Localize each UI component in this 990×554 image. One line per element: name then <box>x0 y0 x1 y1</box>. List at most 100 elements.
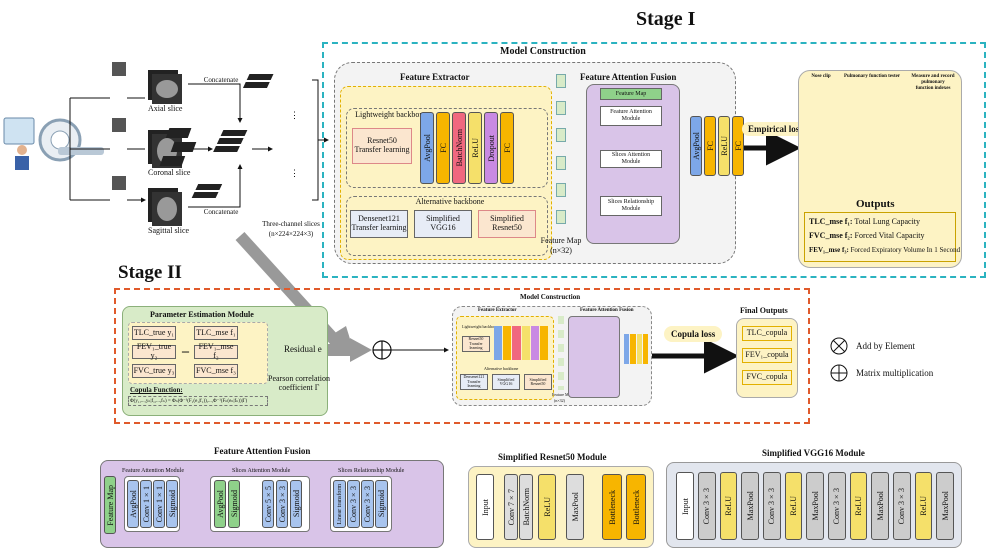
resnet-bottleneck-1: Bottleneck <box>602 474 622 540</box>
concatenate-label-1: Concatenate <box>203 76 239 84</box>
outputs-list: TLC_mse f₁: Total Lung Capacity FVC_mse … <box>804 212 961 262</box>
fam-sigmoid: Sigmoid <box>166 480 178 528</box>
vgg-relu-1: ReLU <box>719 472 738 540</box>
mini-model-title: Model Construction <box>520 293 581 301</box>
stage-1-title: Stage I <box>636 8 696 30</box>
output-tlc: TLC_mse f₁: Total Lung Capacity <box>809 217 921 226</box>
resnet-batchnorm: BatchNorm <box>519 474 533 540</box>
srm-conv-2: Conv 3×3 <box>361 480 374 528</box>
nose-clip-label: Nose clip <box>811 74 831 79</box>
copula-function-label: Copula Function: <box>130 386 183 394</box>
sam-avgpool: AvgPool <box>214 480 226 528</box>
feature-attention-module-box: Feature Attention Module <box>600 106 662 126</box>
resnet-input: Input <box>476 474 494 540</box>
feature-extractor-title: Feature Extractor <box>400 72 470 82</box>
residual-label: Residual e <box>284 344 322 354</box>
layer-avgpool: AvgPool <box>420 112 434 184</box>
fusion-feature-map: Feature Map <box>600 88 662 100</box>
fvc-mse: FVC_mse f₃ <box>194 364 238 378</box>
vgg-relu-4: ReLU <box>914 472 933 540</box>
resnet-module-title: Simplified Resnet50 Module <box>498 452 607 462</box>
vgg-maxpool-4: MaxPool <box>936 472 955 540</box>
vgg-input: Input <box>676 472 694 540</box>
resnet-conv7: Conv 7×7 <box>504 474 518 540</box>
layer-dropout: Dropout <box>484 112 498 184</box>
mini-map-col <box>558 316 564 390</box>
mini-fusion-panel <box>568 316 620 398</box>
sam-sigmoid-2: Sigmoid <box>290 480 302 528</box>
post-avgpool: AvgPool <box>690 116 702 176</box>
fam-conv-1: Conv 1×1 <box>140 480 152 528</box>
outputs-panel <box>798 70 962 268</box>
param-module-title: Parameter Estimation Module <box>150 310 254 319</box>
lightweight-label: Lightweight backbone <box>355 110 427 119</box>
svg-text:⋮: ⋮ <box>290 110 299 120</box>
slices-attention-module-box: Slices Attention Module <box>600 150 662 168</box>
fam-avgpool: AvgPool <box>127 480 139 528</box>
mini-extractor-title: Feature Extractor <box>478 308 517 313</box>
sam-conv3: Conv 3×3 <box>276 480 288 528</box>
alternative-label: Alternative backbone <box>415 197 485 206</box>
sagittal-slices-icon <box>112 176 182 226</box>
three-channel-dim: (n×224×224×3) <box>268 230 314 238</box>
final-tlc: TLC_copula <box>742 326 792 341</box>
vgg-relu-3: ReLU <box>849 472 868 540</box>
mini-resnet-box: Resnet50 Transfer learning <box>462 336 490 352</box>
copula-loss-label: Copula loss <box>664 326 723 342</box>
sagittal-label: Sagittal slice <box>148 226 190 235</box>
mini-map-dim: (n×32) <box>554 398 565 403</box>
measure-label: Measure and record pulmonary function in… <box>911 74 955 91</box>
mini-alt3: Simplified Resnet50 <box>524 374 552 390</box>
three-channel-label: Three-channel slices <box>262 220 320 228</box>
legend-mult: Matrix multiplication <box>856 368 934 378</box>
outputs-title: Outputs <box>856 198 895 210</box>
final-outputs-title: Final Outputs <box>740 306 788 315</box>
resnet-relu: ReLU <box>538 474 556 540</box>
post-fc-1: FC <box>704 116 716 176</box>
mini-alt1: Densenet121 Transfer learning <box>460 374 488 390</box>
layer-fc-2: FC <box>500 112 514 184</box>
slices-relationship-module-box: Slices Relationship Module <box>600 196 662 216</box>
layer-relu: ReLU <box>468 112 482 184</box>
stage-2-title: Stage II <box>118 262 182 283</box>
axial-slices-icon <box>112 62 182 104</box>
fev1-mse: FEV₁_mse f₂ <box>194 342 238 360</box>
bottom-fusion-title: Feature Attention Fusion <box>214 446 311 456</box>
three-channel-slices-icon: ⋮⋮ <box>191 74 299 198</box>
mini-alt2: Simplified VGG16 <box>492 374 520 390</box>
resnet-maxpool: MaxPool <box>566 474 584 540</box>
sam-sigmoid: Sigmoid <box>228 480 240 528</box>
stage-1-box <box>322 42 986 278</box>
mini-light-label: Lightweight backbone <box>462 324 498 329</box>
layer-batchnorm: BatchNorm <box>452 112 466 184</box>
feature-map-label: Feature Map <box>540 236 582 245</box>
output-fvc: FVC_mse f₂: Forced Vital Capacity <box>809 231 925 240</box>
resnet50-box: Resnet50 Transfer learning <box>352 128 412 164</box>
legend-add: Add by Element <box>856 341 915 351</box>
fusion-title: Feature Attention Fusion <box>580 72 677 82</box>
fam-title: Feature Attention Module <box>122 468 184 474</box>
resnet-module-panel <box>468 466 654 548</box>
vgg-conv-3: Conv 3×3 <box>828 472 846 540</box>
tlc-true: TLC_true y₁ <box>132 326 176 340</box>
final-fev1: FEV₁_copula <box>742 348 792 363</box>
tester-label: Pulmonary function tester <box>843 74 901 79</box>
output-fev1: FEV₁_mse f₃: Forced Expiratory Volume In… <box>809 246 961 254</box>
srm-title: Slices Relationship Module <box>338 468 405 474</box>
densenet-box: Densenet121 Transfer learning <box>350 210 408 238</box>
vgg-conv-2: Conv 3×3 <box>763 472 781 540</box>
vgg-layers: Input Conv 3×3 ReLU MaxPool Conv 3×3 ReL… <box>676 472 955 540</box>
coronal-label: Coronal slice <box>148 168 191 177</box>
copula-formula: Φ(y₁,...,yₙ|f₁,...,fₙ) = Φₙ(Φ⁻¹(F₁(e₁|f₁… <box>128 396 268 406</box>
fam-conv-2: Conv 1×1 <box>153 480 165 528</box>
srm-conv-1: Conv 3×3 <box>347 480 360 528</box>
post-fc-2: FC <box>732 116 744 176</box>
minus-sign: – <box>182 344 189 359</box>
srm-linear: Linear transform <box>333 480 346 528</box>
sam-title: Slices Attention Module <box>232 468 291 474</box>
mini-layers <box>494 326 549 360</box>
fvc-true: FVC_true y₃ <box>132 364 176 378</box>
axial-label: Axial slice <box>148 104 183 113</box>
vgg-module-title: Simplified VGG16 Module <box>762 448 865 458</box>
vgg-conv-1: Conv 3×3 <box>698 472 716 540</box>
